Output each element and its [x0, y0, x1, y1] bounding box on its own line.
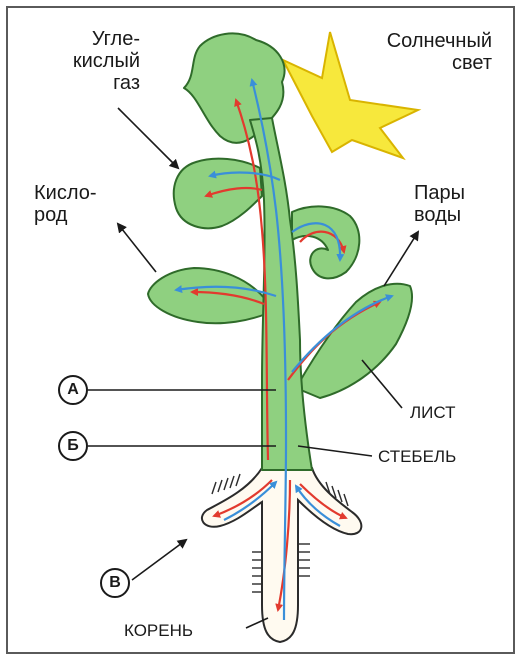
oxygen-pointer [118, 224, 156, 272]
label-stem: СТЕБЕЛЬ [378, 446, 456, 468]
root-system [202, 468, 361, 642]
water-vapor-pointer [384, 232, 418, 286]
lower-left-leaf [148, 268, 266, 323]
leaf-pointer [362, 360, 402, 408]
label-root: КОРЕНЬ [124, 620, 193, 642]
upper-left-leaf [174, 159, 262, 229]
marker-b: Б [58, 431, 88, 461]
marker-a: А [58, 375, 88, 405]
curled-tip [292, 206, 359, 278]
root-hair-pointer [132, 540, 186, 580]
co2-pointer [118, 108, 178, 168]
marker-v: В [100, 568, 130, 598]
label-leaf: ЛИСТ [410, 402, 455, 424]
right-leaf [296, 284, 412, 398]
label-oxygen: Кисло-род [34, 182, 134, 226]
